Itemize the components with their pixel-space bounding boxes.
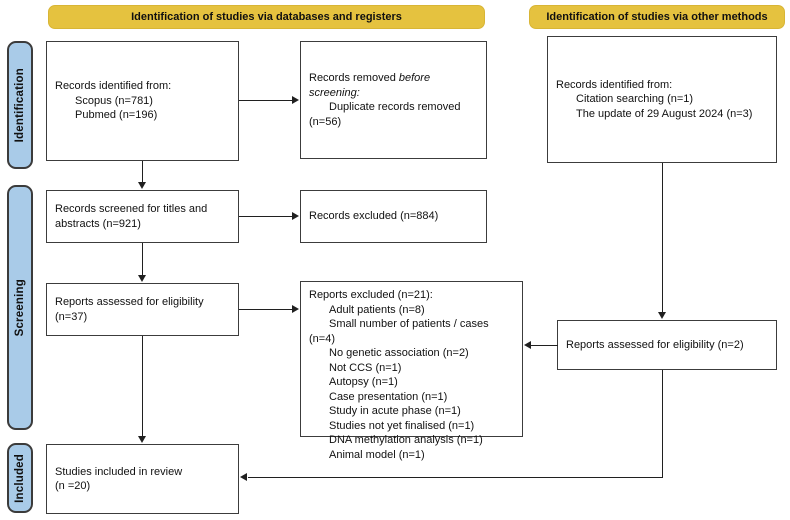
box-line: Duplicate records removed (329, 101, 461, 113)
box-records-removed-before-screening: Records removed before screening: Duplic… (300, 41, 487, 159)
box-reports-assessed-eligibility: Reports assessed for eligibility (n=37) (46, 283, 239, 336)
box-line: Animal model (n=1) (329, 448, 425, 461)
box-reports-excluded: Reports excluded (n=21): Adult patients … (300, 281, 523, 461)
box-line-records-removed: Records removed before (309, 72, 431, 84)
box-line: No genetic association (n=2) (329, 347, 469, 359)
box-line: abstracts (n=921) (55, 217, 141, 230)
box-line: (n =20) (55, 480, 91, 492)
box-line: (n=37) (55, 310, 88, 323)
box-line: Studies not yet finalised (n=1) (329, 419, 475, 432)
box-records-identified-databases: Records identified from: Scopus (n=781) … (46, 41, 239, 161)
box-line: Study in acute phase (n=1) (329, 405, 461, 417)
box-studies-included-in-review: Studies included in review (n =20) (46, 444, 239, 514)
connector-reports-assessed-to-excluded (239, 309, 293, 311)
arrowhead-other-assessed-to-included (240, 473, 247, 481)
arrowhead-identified-to-screened (138, 182, 146, 189)
connector-identified-to-screened (142, 161, 144, 183)
arrowhead-identified-to-removed (292, 96, 299, 104)
arrowhead-other-assessed-to-reports-excluded (524, 341, 531, 349)
box-line: (n=4) (309, 332, 335, 345)
banner-other-methods: Identification of studies via other meth… (529, 5, 785, 29)
box-reports-assessed-eligibility-other: Reports assessed for eligibility (n=2) (557, 320, 777, 370)
connector-other-assessed-to-included (248, 477, 663, 479)
box-line: Reports assessed for eligibility (n=2) (566, 338, 744, 351)
box-line: Not CCS (n=1) (329, 361, 402, 374)
phase-label-identification-text: Identification (14, 67, 26, 143)
box-line: Records identified from: (556, 78, 673, 91)
box-line: screening: (309, 86, 360, 99)
arrowhead-reports-assessed-to-included (138, 436, 146, 443)
box-records-excluded: Records excluded (n=884) (300, 190, 487, 243)
box-line: (n=56) (309, 115, 342, 128)
phase-label-screening: Screening (7, 185, 33, 430)
banner-databases-and-registers: Identification of studies via databases … (48, 5, 485, 29)
phase-label-screening-text: Screening (14, 278, 26, 337)
connector-reports-assessed-to-included (142, 336, 144, 436)
box-line: Reports assessed for eligibility (55, 296, 204, 308)
connector-identified-to-removed (239, 100, 293, 102)
box-line: Citation searching (n=1) (576, 93, 694, 106)
box-line: Adult patients (n=8) (329, 303, 425, 316)
box-line: Records screened for titles and (55, 203, 208, 215)
box-line: Pubmed (n=196) (75, 109, 158, 122)
box-line: Studies included in review (55, 465, 183, 478)
box-line: DNA methylation analysis (n=1) (329, 434, 483, 446)
connector-other-assessed-to-reports-excluded (531, 345, 558, 347)
box-line: Records identified from: (55, 80, 172, 93)
box-line: Reports excluded (n=21): (309, 289, 433, 301)
arrowhead-other-identified-to-other-assessed (658, 312, 666, 319)
arrowhead-screened-to-reports-assessed (138, 275, 146, 282)
connector-screened-to-reports-assessed (142, 243, 144, 275)
connector-other-assessed-down (662, 370, 664, 478)
box-line: Autopsy (n=1) (329, 376, 398, 388)
box-records-identified-other-methods: Records identified from: Citation search… (547, 36, 777, 163)
box-line: Case presentation (n=1) (329, 390, 448, 403)
box-line: Scopus (n=781) (75, 94, 153, 107)
box-line: Records excluded (n=884) (309, 210, 439, 223)
phase-label-included-text: Included (14, 453, 26, 503)
phase-label-identification: Identification (7, 41, 33, 169)
arrowhead-reports-assessed-to-excluded (292, 305, 299, 313)
box-line: The update of 29 August 2024 (n=3) (576, 107, 753, 120)
box-records-screened: Records screened for titles and abstract… (46, 190, 239, 243)
box-line: Small number of patients / cases (329, 318, 489, 330)
phase-label-included: Included (7, 443, 33, 513)
connector-other-identified-to-other-assessed (662, 163, 664, 312)
emphasis-before: before (398, 72, 431, 84)
arrowhead-screened-to-excluded (292, 212, 299, 220)
connector-screened-to-excluded (239, 216, 293, 218)
